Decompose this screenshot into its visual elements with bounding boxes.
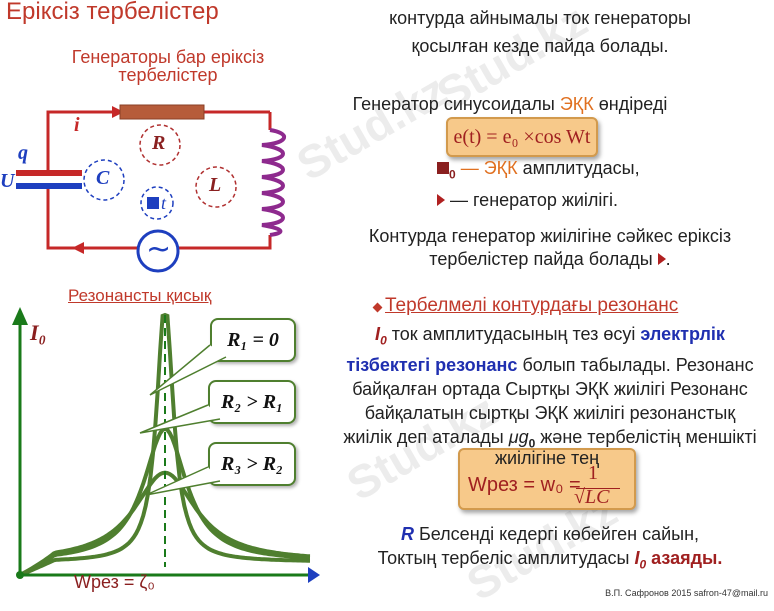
capacitance-marker — [83, 159, 125, 201]
generator-emf-abbrev: ЭҚК — [559, 94, 594, 114]
inductor-coil-icon — [261, 128, 286, 237]
fraction-bar — [576, 488, 620, 489]
amplitude-dash: — ЭҚК — [460, 158, 518, 178]
resonance-formula-num: 1 — [588, 462, 598, 484]
frequency-line: — генератор жиілігі. — [437, 190, 757, 211]
callout-r1-text: R₁ = 0 — [227, 328, 279, 351]
para-line6: жиілігіне тең — [494, 448, 600, 468]
para-l5-sub: 0 — [528, 436, 536, 451]
match-line1: Контурда генератор жиілігіне сәйкес ерік… — [368, 226, 732, 246]
resistance-marker — [139, 124, 181, 166]
para-line4: байқалатын сыртқы ЭҚК жиілігі резонансты… — [364, 402, 736, 423]
generator-symbol: ~ — [146, 232, 172, 267]
origin-dot-icon — [16, 571, 24, 579]
chart-ylabel: I₀ — [30, 320, 47, 345]
chart-title: Резонансты қисық — [68, 286, 212, 305]
bottom-line2: Токтың тербеліс амплитудасы I0 азаяды. — [320, 546, 774, 577]
circuit-subtitle-line2: тербелістер — [118, 65, 218, 85]
bottom-l1: Белсенді кедергі көбейген сайын, — [413, 524, 700, 544]
intro-line2: қосылған кезде пайда болады. — [411, 36, 669, 56]
current-arrow-bottom-icon — [72, 242, 84, 254]
chart-xlabel: Wрез = ζ₀ — [74, 572, 155, 592]
y-axis-arrow-icon — [12, 307, 28, 325]
para-l5: жиілік деп аталады — [343, 426, 509, 447]
callout-pointer-r3 — [145, 466, 221, 496]
para-line3: байқалған ортада Сыртқы ЭҚК жиілігі Резо… — [352, 378, 748, 399]
resonance-formula-box: жиілігіне тең Wрез = w₀ = 1 √LC — [458, 448, 636, 510]
bottom-l2-after: азаяды. — [646, 548, 723, 568]
para-line1: I0 ток амплитудасының тез өсуі электрлік — [320, 322, 774, 353]
capacitor-plate-top-icon — [16, 170, 82, 176]
generator-emf-text2: өндіреді — [593, 94, 668, 114]
bottom-l2-before: Токтың тербеліс амплитудасы — [377, 548, 635, 568]
inductance-marker — [195, 166, 237, 208]
match-line2: тербелістер пайда болады . — [429, 249, 671, 269]
para-l5-rest: және тербелістің меншікті — [535, 426, 757, 447]
label-resistance: R — [152, 132, 166, 154]
callout-r3-text: R₃ > R₂ — [220, 452, 284, 475]
para-line5: жиілік деп аталады μg0 және тербелістің … — [320, 425, 774, 456]
amplitude-sub: 0 — [449, 167, 456, 182]
para-line2: тізбектегі резонанс болып табылады. Резо… — [320, 353, 774, 377]
callout-r3: R₃ > R₂ — [208, 442, 296, 486]
watermark: Stud.kz — [287, 63, 456, 191]
resonance-chart — [12, 307, 320, 583]
para-l1-mid: ток амплитудасының тез өсуі — [386, 324, 641, 344]
label-charge: q — [18, 142, 28, 164]
amplitude-text: амплитудасы, — [517, 158, 640, 178]
callout-r1: R₁ = 0 — [210, 318, 296, 362]
emf-formula-box: e(t) = e₀ ×cos Wt — [446, 117, 598, 157]
bottom-R: R — [400, 524, 414, 544]
match-line2-text: тербелістер пайда болады — [429, 249, 653, 269]
match-triangle-icon — [657, 253, 666, 265]
frequency-triangle-icon — [437, 194, 445, 206]
circuit-subtitle: Генераторы бар еріксіз тербелістер — [48, 48, 288, 84]
para-l5-sym: μg — [508, 426, 529, 447]
footer: В.П. Сафронов 2015 safron-47@mail.ru — [605, 588, 768, 598]
resonance-paragraph: I0 ток амплитудасының тез өсуі электрлік… — [320, 322, 774, 455]
para-I0-sub: 0 — [380, 333, 387, 348]
resistor-icon — [119, 104, 205, 120]
bottom-line1: R Белсенді кедергі көбейген сайын, — [320, 522, 774, 546]
para-l2-rest: болып табылады. Резонанс — [517, 354, 754, 375]
period-block-icon — [147, 197, 159, 209]
diamond-bullet-icon — [372, 302, 383, 313]
callout-r2-text: R₂ > R₁ — [220, 390, 284, 413]
circuit-diagram — [16, 104, 286, 273]
label-time: t — [161, 193, 167, 213]
bottom-l2-sub: 0 — [639, 557, 647, 572]
label-voltage: U — [0, 170, 15, 192]
para-l2-blue: тізбектегі резонанс — [346, 354, 518, 375]
x-axis-arrow-icon — [308, 567, 320, 583]
label-current: i — [74, 114, 80, 136]
label-inductance: L — [209, 174, 222, 196]
callout-pointer-r1 — [149, 344, 227, 396]
callout-r2: R₂ > R₁ — [208, 380, 296, 424]
para-I0: I — [375, 324, 381, 344]
generator-icon — [136, 229, 180, 273]
frequency-text: — генератор жиілігі. — [450, 190, 619, 210]
amplitude-line: 0 — ЭҚК амплитудасы, — [437, 158, 757, 182]
callout-pointer-r2 — [139, 404, 221, 434]
emf-formula: e(t) = e₀ ×cos Wt — [453, 125, 591, 148]
current-arrow-top-icon — [112, 106, 124, 118]
amplitude-block-icon — [437, 162, 449, 174]
bottom-l2-I: I — [634, 548, 640, 568]
circuit-subtitle-line1: Генераторы бар еріксіз — [71, 47, 265, 67]
callout-pointers — [139, 344, 227, 496]
generator-emf-line: Генератор синусоидалы ЭҚК өндіреді — [300, 94, 720, 115]
page-title: Еріксіз тербелістер — [6, 0, 219, 25]
resonance-heading: Тербелмелі контурдағы резонанс — [385, 295, 679, 316]
resonance-formula-den: √LC — [574, 486, 610, 508]
resonance-heading-row: Тербелмелі контурдағы резонанс — [372, 295, 679, 317]
intro-line1: контурда айнымалы ток генераторы — [389, 8, 691, 28]
generator-emf-text1: Генератор синусоидалы — [352, 94, 560, 114]
label-capacitance: C — [96, 167, 110, 189]
capacitor-plate-bottom-icon — [16, 183, 82, 189]
resonance-formula-left: Wрез = w₀ = — [468, 474, 581, 496]
para-l1-blue: электрлік — [640, 324, 725, 344]
